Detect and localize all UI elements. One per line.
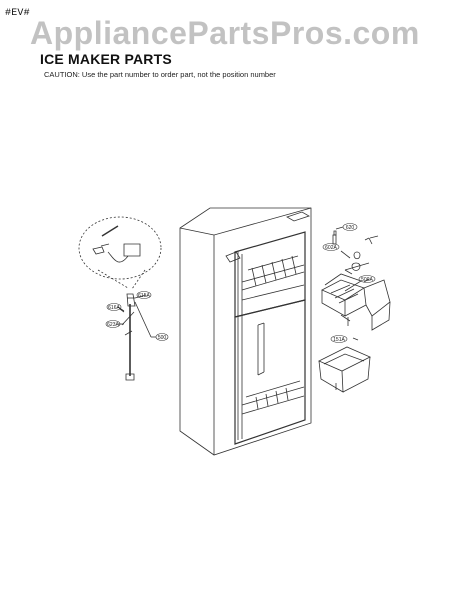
leader-lines <box>117 226 379 341</box>
callout-500a: 500A <box>361 277 373 283</box>
fill-tube-drawing <box>119 293 152 381</box>
ice-maker-drawing <box>321 230 391 331</box>
callout-500: 500 <box>158 335 167 341</box>
callout-623a: 623A <box>107 322 119 328</box>
revision-mark: #EV# <box>5 8 30 19</box>
detail-bubble <box>78 216 162 290</box>
caution-note: CAUTION: Use the part number to order pa… <box>44 70 276 79</box>
ice-bin-drawing <box>318 346 371 393</box>
callout-labels: 620 602A 500A 151A 615A 616A 623A 500 <box>105 223 376 343</box>
watermark-logo: AppliancePartsPros.com <box>30 15 420 51</box>
callout-615a: 615A <box>138 293 150 299</box>
callout-602a: 602A <box>325 245 337 251</box>
callout-151a: 151A <box>333 337 345 343</box>
refrigerator-drawing <box>179 207 312 456</box>
callout-620: 620 <box>346 225 355 231</box>
page-title: ICE MAKER PARTS <box>40 51 172 67</box>
callout-616a: 616A <box>108 305 120 311</box>
